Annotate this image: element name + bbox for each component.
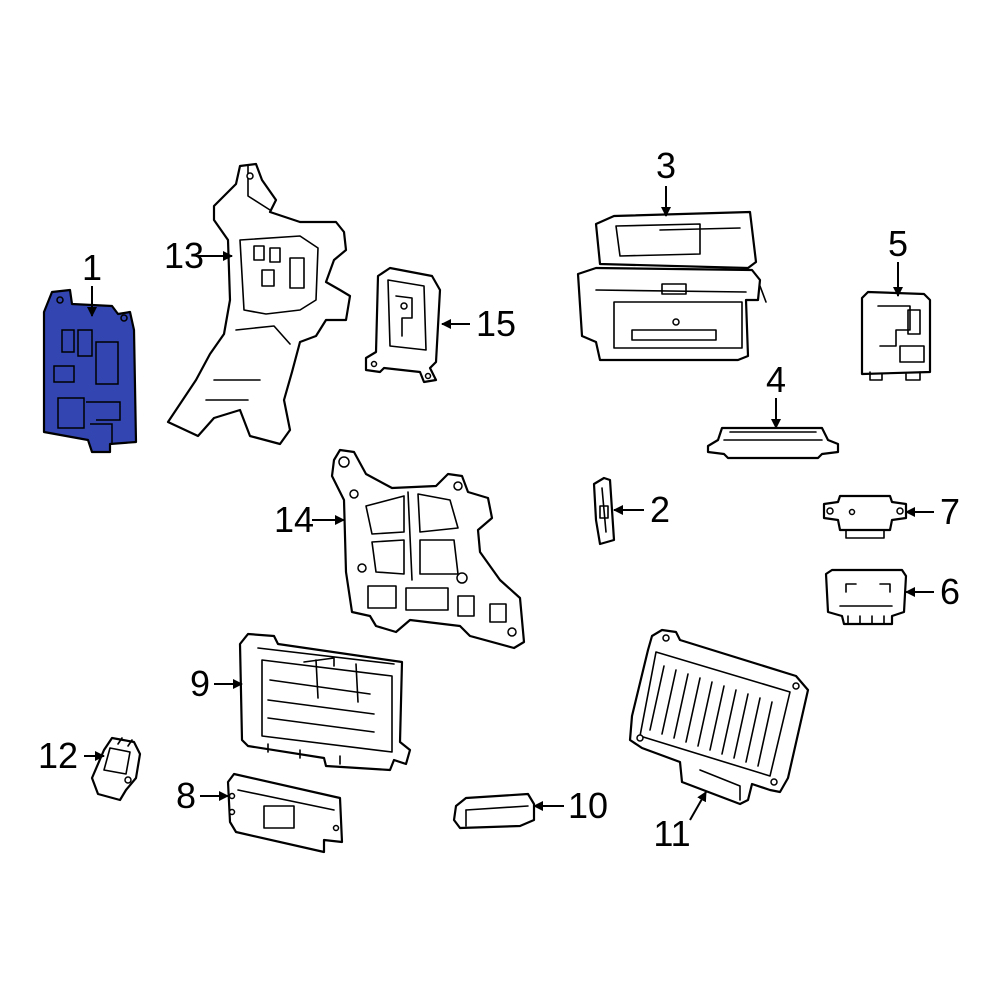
callout-9: 9: [190, 663, 210, 704]
part-11-heatsink-module[interactable]: [628, 628, 810, 806]
callout-6: 6: [940, 571, 960, 612]
callout-13: 13: [164, 235, 204, 276]
callout-2: 2: [650, 489, 670, 530]
callout-10: 10: [568, 785, 608, 826]
callout-labels: 1 2 3 4 5 6 7 8 9 10 11 12 13 14 15: [38, 145, 960, 854]
part-8-module[interactable]: [226, 772, 344, 854]
part-15-bracket[interactable]: [364, 266, 442, 384]
callout-7: 7: [940, 491, 960, 532]
callout-3: 3: [656, 145, 676, 186]
part-1-body-control-module[interactable]: [42, 288, 138, 454]
callout-15: 15: [476, 303, 516, 344]
part-13-bracket[interactable]: [166, 162, 352, 446]
part-5-module[interactable]: [860, 290, 932, 381]
callout-4: 4: [766, 359, 786, 400]
callout-1: 1: [82, 247, 102, 288]
part-7-module[interactable]: [822, 494, 908, 539]
callout-14: 14: [274, 499, 314, 540]
part-6-module[interactable]: [824, 568, 908, 626]
callout-11: 11: [653, 813, 690, 854]
part-12-connector[interactable]: [90, 736, 142, 802]
part-10-module[interactable]: [452, 792, 536, 830]
part-9-module[interactable]: [238, 632, 412, 772]
part-3-module[interactable]: [576, 210, 767, 362]
callout-12: 12: [38, 735, 78, 776]
part-2-sensor[interactable]: [592, 476, 616, 546]
callout-5: 5: [888, 223, 908, 264]
callout-8: 8: [176, 775, 196, 816]
leader-lines: [84, 186, 934, 821]
part-14-plate-bracket[interactable]: [330, 448, 526, 650]
part-4-module[interactable]: [706, 426, 840, 460]
